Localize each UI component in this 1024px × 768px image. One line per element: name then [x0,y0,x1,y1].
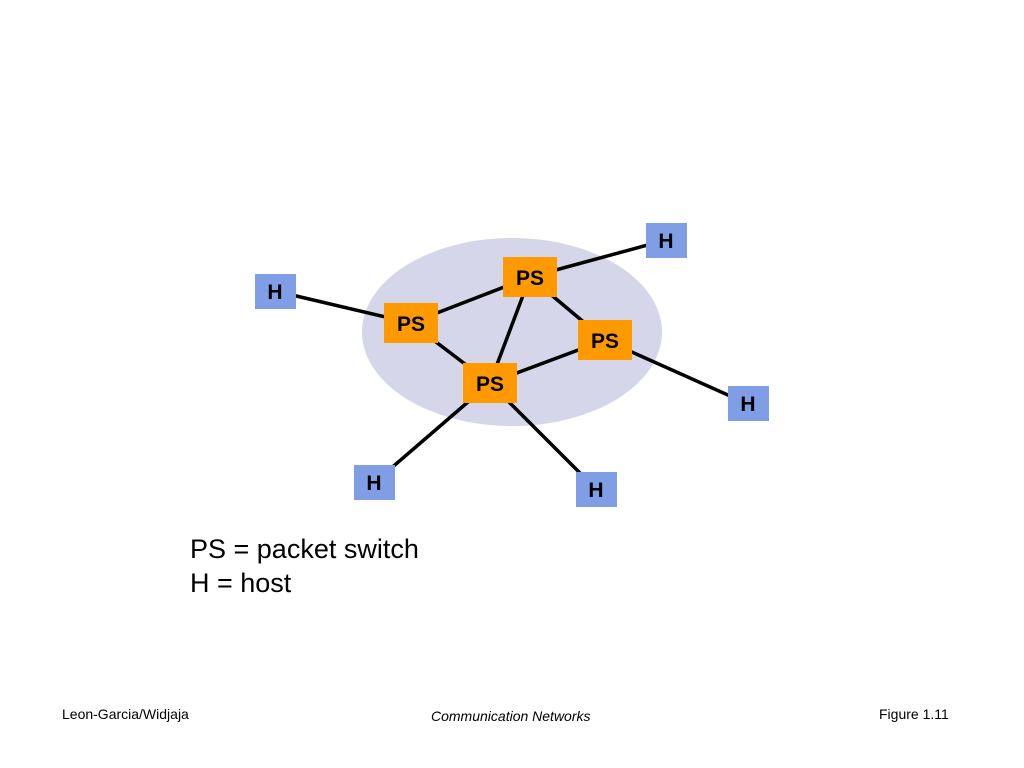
packet-switch-label: PS [516,267,544,290]
host-bottom: H [576,472,617,507]
packet-switch-box [503,257,557,297]
packet-switch-left: PS [384,303,438,343]
host-box [255,274,296,309]
host-label: H [267,281,282,304]
host-right: H [728,386,769,421]
packet-switch-label: PS [397,313,425,336]
host-box [576,472,617,507]
host-left: H [255,274,296,309]
host-label: H [658,230,673,253]
footer-authors: Leon-Garcia/Widjaja [62,706,189,722]
host-label: H [740,393,755,416]
footer-figure-number: Figure 1.11 [879,706,949,722]
packet-switch-label: PS [591,330,619,353]
packet-switch-label: PS [476,373,504,396]
network-cloud [362,238,662,426]
host-box [728,386,769,421]
host-label: H [588,479,603,502]
packet-switch-box [463,363,517,403]
packet-switch-box [578,320,632,360]
host-top-right: H [646,223,687,258]
footer-book-title: Communication Networks [431,708,591,724]
packet-switch-right: PS [578,320,632,360]
legend: PS = packet switch H = host [190,532,419,600]
host-bottom-left: H [354,465,395,500]
packet-switch-center: PS [463,363,517,403]
legend-packet-switch: PS = packet switch [190,534,419,564]
packet-switch-box [384,303,438,343]
legend-host: H = host [190,568,292,598]
host-label: H [366,472,381,495]
host-box [354,465,395,500]
packet-switch-top: PS [503,257,557,297]
host-box [646,223,687,258]
